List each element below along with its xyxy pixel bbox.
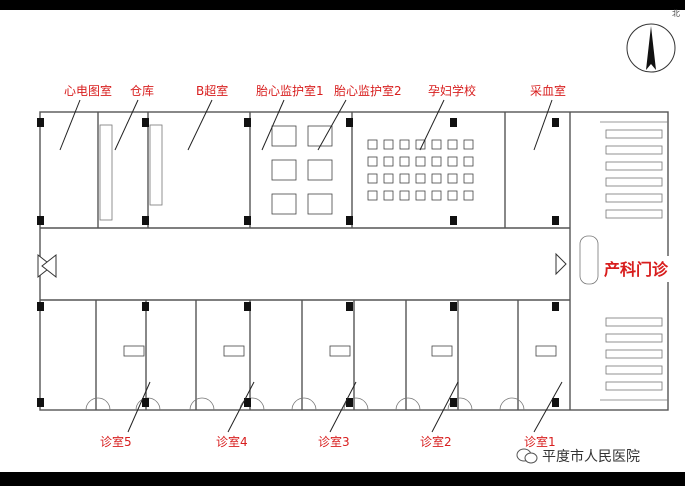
room-label-blood-collection: 采血室 xyxy=(530,83,566,98)
top-room-partitions xyxy=(97,112,506,228)
room-label-consultation-4: 诊室4 xyxy=(216,434,248,449)
bottom-label-leaders xyxy=(127,381,563,433)
room-label-consultation-2: 诊室2 xyxy=(420,434,452,449)
consultation-room-partitions xyxy=(85,300,557,411)
bottom-black-band xyxy=(0,472,685,486)
waiting-area-chairs xyxy=(579,129,663,391)
entrance-door-icon xyxy=(37,253,57,279)
monitoring-beds xyxy=(271,125,333,215)
room-label-ecg: 心电图室 xyxy=(64,83,112,98)
top-black-band xyxy=(0,0,685,10)
watermark: 平度市人民医院 xyxy=(516,446,640,466)
top-label-leaders xyxy=(59,99,553,151)
corridor-door-icon xyxy=(555,252,567,276)
compass-letter: 北 xyxy=(672,9,680,18)
department-label-background xyxy=(600,256,684,282)
department-label: 产科门诊 xyxy=(604,260,669,279)
watermark-text: 平度市人民医院 xyxy=(542,449,640,465)
room-label-ultrasound: B超室 xyxy=(196,83,228,98)
wechat-icon xyxy=(516,448,538,464)
room-label-fetal-monitoring-1: 胎心监护室1 xyxy=(256,83,324,98)
room-label-storage: 仓库 xyxy=(130,83,154,98)
room-label-consultation-3: 诊室3 xyxy=(318,434,350,449)
classroom-seats xyxy=(367,139,474,201)
compass-icon: 北 xyxy=(626,9,680,73)
room-label-maternity-school: 孕妇学校 xyxy=(428,83,476,98)
room-label-fetal-monitoring-2: 胎心监护室2 xyxy=(334,83,402,98)
room-label-consultation-5: 诊室5 xyxy=(100,434,132,449)
structural-pillars xyxy=(37,118,559,407)
room-label-consultation-1: 诊室1 xyxy=(524,434,556,449)
